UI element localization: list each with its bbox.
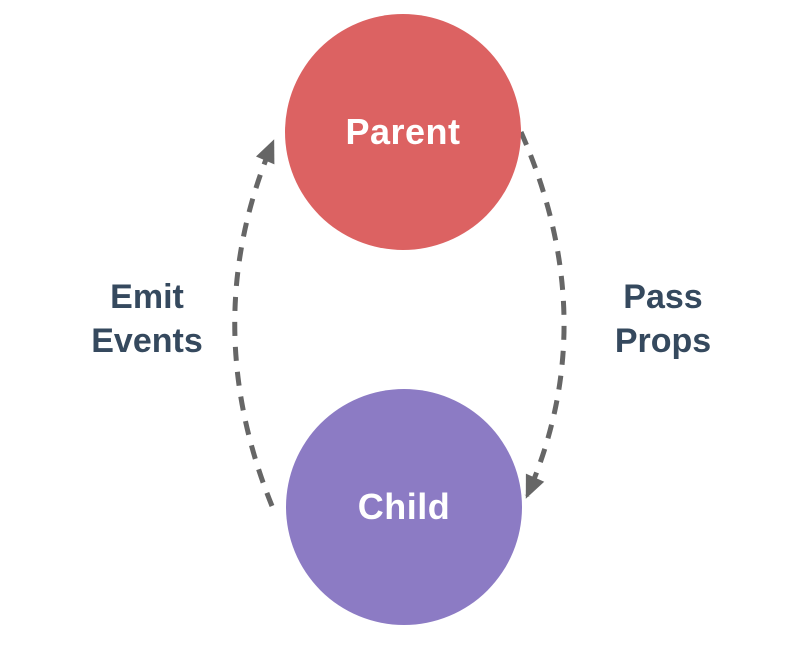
child-node: Child [286, 389, 522, 625]
pass-props-arrow [518, 130, 567, 499]
pass-props-label: Pass Props [614, 278, 712, 360]
emit-events-arrow [232, 139, 276, 507]
child-node-label: Child [357, 486, 451, 527]
parent-node: Parent [285, 14, 521, 250]
parent-node-label: Parent [345, 111, 461, 152]
emit-events-label: Emit Events [91, 278, 203, 360]
